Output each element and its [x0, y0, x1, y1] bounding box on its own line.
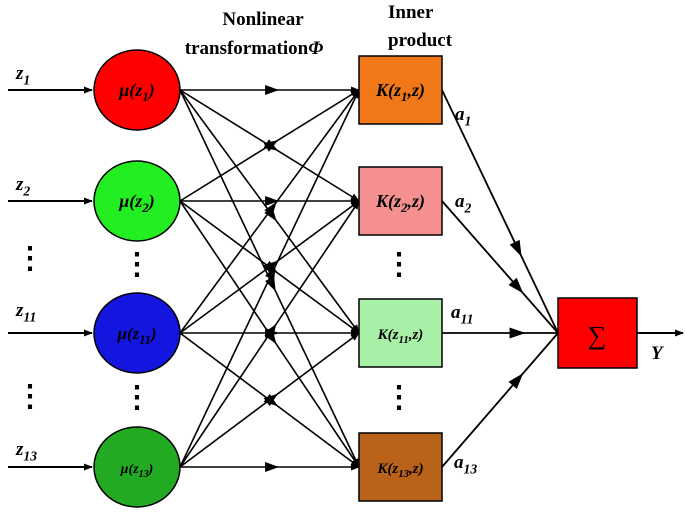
- mesh-arrowhead: [265, 462, 280, 472]
- mesh-arrowhead: [265, 196, 280, 206]
- transformation-arrowheads: [263, 85, 280, 472]
- mesh-arrowhead: [263, 393, 278, 407]
- weight-arrowhead: [508, 373, 524, 389]
- ellipsis: ⋮: [122, 381, 152, 414]
- kernel-node-label-2: K(z2,z): [375, 191, 425, 215]
- weight-line-1: [441, 89, 559, 334]
- header-inner-line2: product: [388, 30, 453, 51]
- sum-symbol: ∑: [588, 321, 607, 350]
- kernel-node-11: [358, 298, 443, 368]
- output-label: Y: [651, 343, 665, 364]
- mu-node-label-11: μ(z11): [117, 324, 157, 347]
- kernel-node-2: [358, 166, 443, 236]
- mesh-arrowhead: [263, 260, 278, 274]
- mesh-arrowhead: [263, 140, 279, 152]
- weight-arrowhead: [509, 327, 526, 339]
- ellipsis: ⋮: [384, 381, 414, 414]
- phi-symbol: Φ: [308, 38, 323, 59]
- mesh-arrowhead: [265, 265, 276, 281]
- label-layer: z1 z2 z11 z13 a1 a2 a11 a13: [15, 63, 477, 476]
- mu-node-label-1: μ(z1): [118, 80, 155, 104]
- ellipsis: ⋮: [122, 248, 152, 281]
- mu-node-label-2: μ(z2): [118, 191, 155, 215]
- kernel-node-label-1: K(z1,z): [375, 80, 425, 104]
- kernel-node-layer: K(z1,z) K(z2,z) K(z11,z) K(z13,z): [358, 55, 443, 502]
- mu-node-1: [93, 49, 181, 131]
- header-nonlinear-word: transformation: [185, 38, 309, 59]
- sum-node: [557, 297, 638, 369]
- input-label-13: z13: [15, 439, 37, 463]
- ellipsis-layer: ⋮ ⋮ ⋮ ⋮ ⋮ ⋮: [15, 242, 414, 414]
- ellipsis: ⋮: [15, 380, 45, 413]
- weight-arrowhead: [509, 239, 522, 257]
- weight-connections: [441, 89, 559, 468]
- mesh-arrowhead: [265, 85, 280, 95]
- weight-label-13: a13: [454, 452, 477, 476]
- mu-node-11: [93, 292, 181, 374]
- weight-arrowhead: [508, 277, 524, 294]
- header-nonlinear-line1: Nonlinear: [222, 9, 304, 30]
- weight-label-2: a2: [455, 191, 472, 215]
- ellipsis: ⋮: [15, 242, 45, 275]
- weight-label-1: a1: [455, 104, 471, 128]
- kernel-node-1: [358, 55, 443, 125]
- mesh-arrowhead: [265, 276, 276, 292]
- weight-label-11: a11: [451, 302, 473, 326]
- mu-node-13: [93, 426, 181, 508]
- kernel-node-13: [358, 432, 443, 502]
- input-arrows: [8, 86, 93, 471]
- input-label-1: z1: [15, 63, 30, 87]
- weight-line-2: [441, 200, 559, 334]
- mesh-arrowhead: [264, 201, 277, 217]
- ellipsis: ⋮: [384, 248, 414, 281]
- mu-node-layer: μ(z1) μ(z2) μ(z11) μ(z13): [93, 49, 181, 508]
- mu-node-label-13: μ(z13): [120, 462, 154, 480]
- header-inner-line1: Inner: [388, 2, 434, 23]
- input-label-11: z11: [15, 300, 36, 324]
- mesh-line: [179, 89, 360, 468]
- kernel-node-label-11: K(z11,z): [377, 327, 424, 346]
- mu-node-2: [93, 160, 181, 242]
- mesh-arrowhead: [264, 323, 277, 339]
- weight-line-13: [441, 332, 559, 468]
- header-nonlinear-line2: transformationΦ: [185, 38, 323, 59]
- input-label-2: z2: [15, 174, 30, 198]
- kernel-node-label-13: K(z13,z): [376, 461, 423, 480]
